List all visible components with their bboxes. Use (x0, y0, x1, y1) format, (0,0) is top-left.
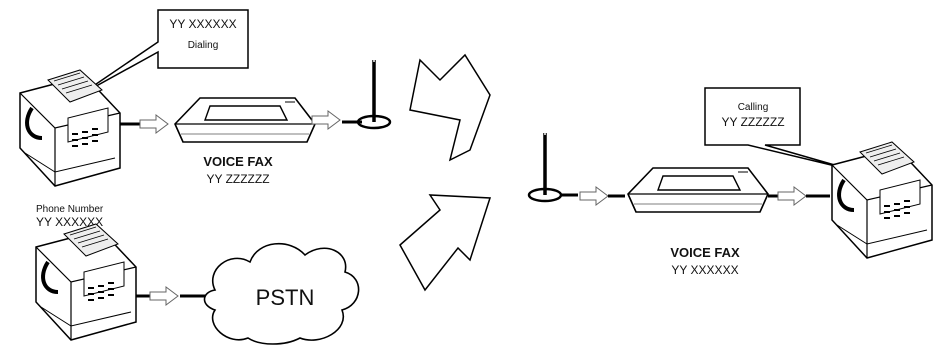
cloud-icon (203, 242, 360, 345)
voice-fax-modem-icon (174, 97, 316, 143)
right-modem-number: YY XXXXXX (671, 263, 738, 277)
antenna-icon (527, 127, 563, 203)
left-modem-label: VOICE FAX (203, 154, 273, 169)
phone-caption: Phone Number (36, 204, 104, 215)
callout-calling-status: Calling (738, 102, 769, 113)
arrow-icon (399, 194, 492, 292)
phone-number: YY XXXXXX (36, 215, 103, 229)
fax-machine-icon (34, 222, 138, 342)
callout-calling: Calling YY ZZZZZZ (704, 87, 853, 171)
voice-fax-modem-icon (627, 167, 769, 213)
fax-machine-icon (18, 68, 122, 188)
arrow-icon (579, 186, 609, 206)
callout-dialing-status: Dialing (188, 40, 219, 51)
antenna-icon (356, 54, 392, 130)
arrow-icon (311, 110, 341, 130)
network-label: PSTN (256, 285, 315, 310)
fax-machine-icon (830, 140, 934, 260)
callout-calling-number: YY ZZZZZZ (721, 115, 784, 129)
callout-dialing: YY XXXXXX Dialing (79, 9, 249, 96)
arrow-icon (409, 53, 491, 162)
arrow-icon (777, 186, 807, 206)
arrow-icon (149, 286, 179, 306)
callout-dialing-number: YY XXXXXX (169, 17, 236, 31)
right-modem-label: VOICE FAX (670, 245, 740, 260)
arrow-icon (139, 114, 169, 134)
left-modem-number: YY ZZZZZZ (206, 172, 269, 186)
